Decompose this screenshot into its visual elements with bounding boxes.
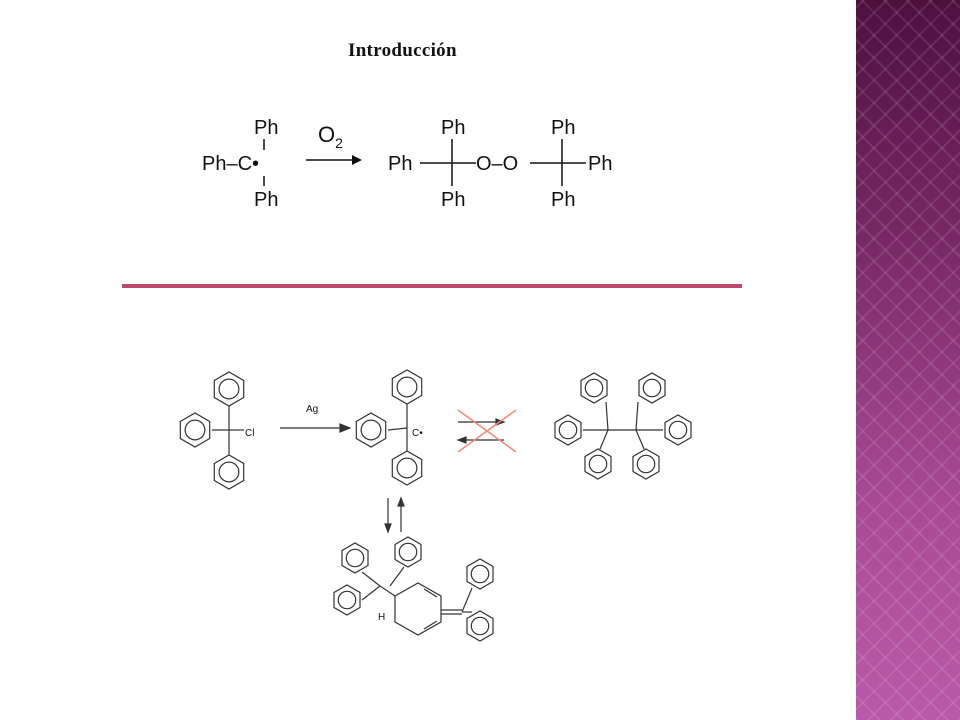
reaction-1: Ph Ph–C• Ph O2 Ph Ph Ph O–O Ph Ph Ph bbox=[202, 117, 612, 211]
decorative-sidebar bbox=[856, 0, 960, 720]
bond bbox=[423, 620, 438, 630]
bond bbox=[635, 429, 645, 450]
aromatic-circle bbox=[345, 548, 365, 568]
benzene-ring bbox=[466, 610, 494, 642]
aromatic-circle bbox=[636, 454, 656, 474]
bond bbox=[605, 401, 609, 431]
aromatic-circle bbox=[642, 378, 662, 398]
reaction-2 bbox=[179, 369, 692, 642]
benzene-ring bbox=[394, 536, 422, 568]
arrow-head-icon bbox=[352, 155, 362, 165]
benzene-ring bbox=[632, 448, 660, 480]
chloride-label: Cl bbox=[245, 428, 254, 439]
benzene-ring bbox=[584, 448, 612, 480]
benzene-ring bbox=[391, 450, 423, 486]
bond bbox=[379, 585, 396, 597]
product-ph-top-left: Ph bbox=[441, 117, 465, 139]
quinoid-ring bbox=[394, 582, 442, 636]
radical-label: C• bbox=[412, 428, 423, 439]
benzene-ring bbox=[333, 584, 361, 616]
reagent-o2: O2 bbox=[318, 122, 343, 151]
reactant-ph-carbon: Ph–C• bbox=[202, 153, 259, 175]
benzene-ring bbox=[213, 454, 245, 490]
arrow-head-icon bbox=[384, 523, 392, 534]
reagent-ag: Ag bbox=[306, 404, 318, 415]
aromatic-circle bbox=[588, 454, 608, 474]
sidebar-edge bbox=[852, 0, 856, 720]
benzene-ring bbox=[355, 412, 387, 448]
reactant-ph-bottom: Ph bbox=[254, 189, 278, 211]
product-ph-bottom-left: Ph bbox=[441, 189, 465, 211]
bond bbox=[599, 429, 609, 450]
product-ph-right: Ph bbox=[588, 153, 612, 175]
benzene-ring bbox=[580, 372, 608, 404]
arrow-head-icon bbox=[339, 423, 352, 433]
aromatic-circle bbox=[668, 420, 688, 440]
arrow-head-icon bbox=[456, 436, 467, 444]
benzene-ring bbox=[179, 412, 211, 448]
cross-mark bbox=[457, 409, 517, 453]
arrow-head-icon bbox=[397, 496, 405, 507]
product-ph-left: Ph bbox=[388, 153, 412, 175]
chemistry-scheme: Ph Ph–C• Ph O2 Ph Ph Ph O–O Ph Ph Ph Cl … bbox=[122, 117, 742, 642]
aromatic-circle bbox=[558, 420, 578, 440]
aromatic-circle bbox=[218, 461, 240, 483]
bond bbox=[461, 587, 473, 613]
aromatic-circle bbox=[184, 419, 206, 441]
benzene-ring bbox=[341, 542, 369, 574]
reactant-ph-top: Ph bbox=[254, 117, 278, 139]
bond bbox=[635, 401, 639, 431]
bond bbox=[423, 588, 438, 598]
product-ph-top-right: Ph bbox=[551, 117, 575, 139]
aromatic-circle bbox=[360, 419, 382, 441]
hydrogen-label: H bbox=[378, 612, 385, 623]
aromatic-circle bbox=[218, 378, 240, 400]
benzene-ring bbox=[638, 372, 666, 404]
bond bbox=[361, 585, 381, 601]
bond bbox=[387, 427, 408, 431]
benzene-ring bbox=[664, 414, 692, 446]
aromatic-circle bbox=[396, 376, 418, 398]
benzene-ring bbox=[554, 414, 582, 446]
bond bbox=[361, 571, 381, 587]
product-peroxide-bridge: O–O bbox=[476, 153, 518, 175]
aromatic-circle bbox=[470, 564, 490, 584]
aromatic-circle bbox=[337, 590, 357, 610]
aromatic-circle bbox=[470, 616, 490, 636]
product-ph-bottom-right: Ph bbox=[551, 189, 575, 211]
aromatic-circle bbox=[584, 378, 604, 398]
aromatic-circle bbox=[396, 457, 418, 479]
benzene-ring bbox=[466, 558, 494, 590]
aromatic-circle bbox=[398, 542, 418, 562]
slide-title: Introducción bbox=[348, 40, 457, 61]
bond bbox=[389, 566, 405, 587]
